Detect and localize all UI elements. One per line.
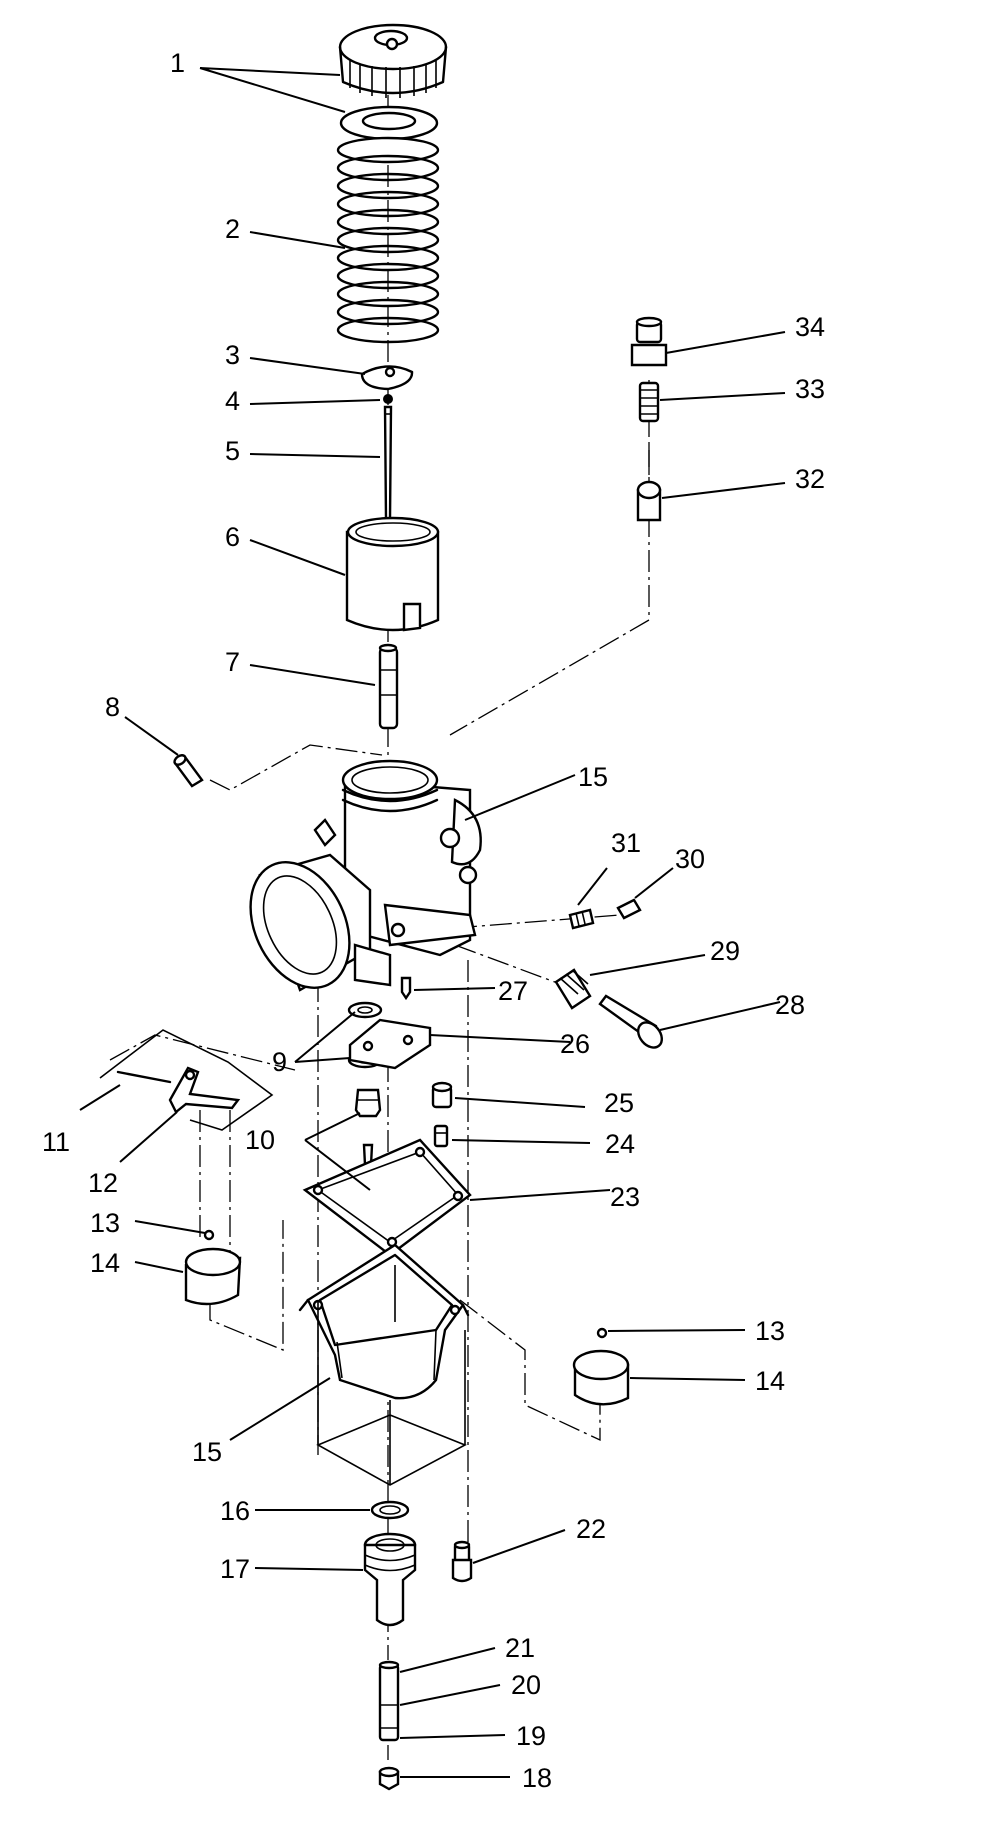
callout-10: 10 xyxy=(245,1125,275,1155)
part-30-air-screw xyxy=(616,898,642,920)
part-22-bowl-screw xyxy=(451,1540,473,1583)
part-14-float-right xyxy=(572,1349,630,1406)
part-2-spring xyxy=(336,136,440,344)
part-34-fitting xyxy=(630,316,668,367)
part-3-needle-clip-plate xyxy=(360,365,414,391)
part-6-throttle-valve xyxy=(345,516,440,632)
callout-15-top: 15 xyxy=(578,762,608,792)
callout-26: 26 xyxy=(560,1029,590,1059)
callout-labels: 1 2 3 4 5 6 7 8 9 10 11 12 13 13 14 14 1… xyxy=(42,48,825,1793)
callout-2: 2 xyxy=(225,214,240,244)
callout-11: 11 xyxy=(42,1127,70,1157)
part-8-fitting xyxy=(173,754,204,788)
callout-14-right: 14 xyxy=(755,1366,785,1396)
callout-16: 16 xyxy=(220,1496,250,1526)
callout-27: 27 xyxy=(498,976,528,1006)
float-arm-callout-box xyxy=(99,1029,274,1131)
callout-13-right: 13 xyxy=(755,1316,785,1346)
part-16-o-ring xyxy=(370,1500,410,1520)
callout-34: 34 xyxy=(795,312,825,342)
part-27-air-jet xyxy=(400,976,412,1001)
part-11-float-pin xyxy=(116,1070,172,1084)
part-13-float-pin-right xyxy=(596,1327,608,1339)
part-24-pilot-jet xyxy=(433,1124,449,1148)
part-1-top-cap xyxy=(338,23,448,98)
part-21-main-jet-tube xyxy=(378,1660,400,1742)
part-26-baffle-plate xyxy=(348,1018,432,1070)
callout-8: 8 xyxy=(105,692,120,722)
leader-lines xyxy=(79,67,786,1778)
part-32-starter-plunger xyxy=(636,480,662,522)
part-5-jet-needle xyxy=(383,405,393,537)
part-14-float-left xyxy=(184,1247,242,1306)
callout-13-left: 13 xyxy=(90,1208,120,1238)
callout-9: 9 xyxy=(272,1047,287,1077)
part-33-spring xyxy=(638,381,660,423)
part-31-air-screw-spring xyxy=(568,908,595,930)
callout-33: 33 xyxy=(795,374,825,404)
callout-17: 17 xyxy=(220,1554,250,1584)
part-15-float-bowl xyxy=(298,1243,470,1400)
part-17-drain-housing xyxy=(363,1532,417,1627)
callout-14-left: 14 xyxy=(90,1248,120,1278)
drain-box-outline xyxy=(316,1300,467,1486)
callout-5: 5 xyxy=(225,436,240,466)
part-12-float-arm xyxy=(168,1066,241,1114)
callout-7: 7 xyxy=(225,647,240,677)
callout-28: 28 xyxy=(775,990,805,1020)
callout-25: 25 xyxy=(604,1088,634,1118)
part-23-gasket xyxy=(302,1138,472,1257)
part-7-needle-jet xyxy=(378,643,399,730)
part-1-washer xyxy=(339,105,439,141)
callout-29: 29 xyxy=(710,936,740,966)
callout-23: 23 xyxy=(610,1182,640,1212)
part-4-e-clip xyxy=(383,394,393,404)
callout-12: 12 xyxy=(88,1168,118,1198)
callout-1: 1 xyxy=(170,48,185,78)
part-25-jet-holder xyxy=(431,1081,453,1109)
callout-21: 21 xyxy=(505,1633,535,1663)
callout-22: 22 xyxy=(576,1514,606,1544)
part-18-main-jet xyxy=(378,1766,400,1791)
callout-4: 4 xyxy=(225,386,240,416)
part-28-idle-screw xyxy=(598,994,664,1049)
callout-18: 18 xyxy=(522,1763,552,1793)
callout-3: 3 xyxy=(225,340,240,370)
callout-19: 19 xyxy=(516,1721,546,1751)
callout-32: 32 xyxy=(795,464,825,494)
part-29-idle-spring xyxy=(554,968,592,1010)
callout-15-bottom: 15 xyxy=(192,1437,222,1467)
callout-24: 24 xyxy=(605,1129,635,1159)
carburetor-body xyxy=(249,759,482,992)
callout-6: 6 xyxy=(225,522,240,552)
callout-20: 20 xyxy=(511,1670,541,1700)
part-13-float-pin-left xyxy=(203,1229,215,1241)
callout-31: 31 xyxy=(611,828,641,858)
callout-30: 30 xyxy=(675,844,705,874)
